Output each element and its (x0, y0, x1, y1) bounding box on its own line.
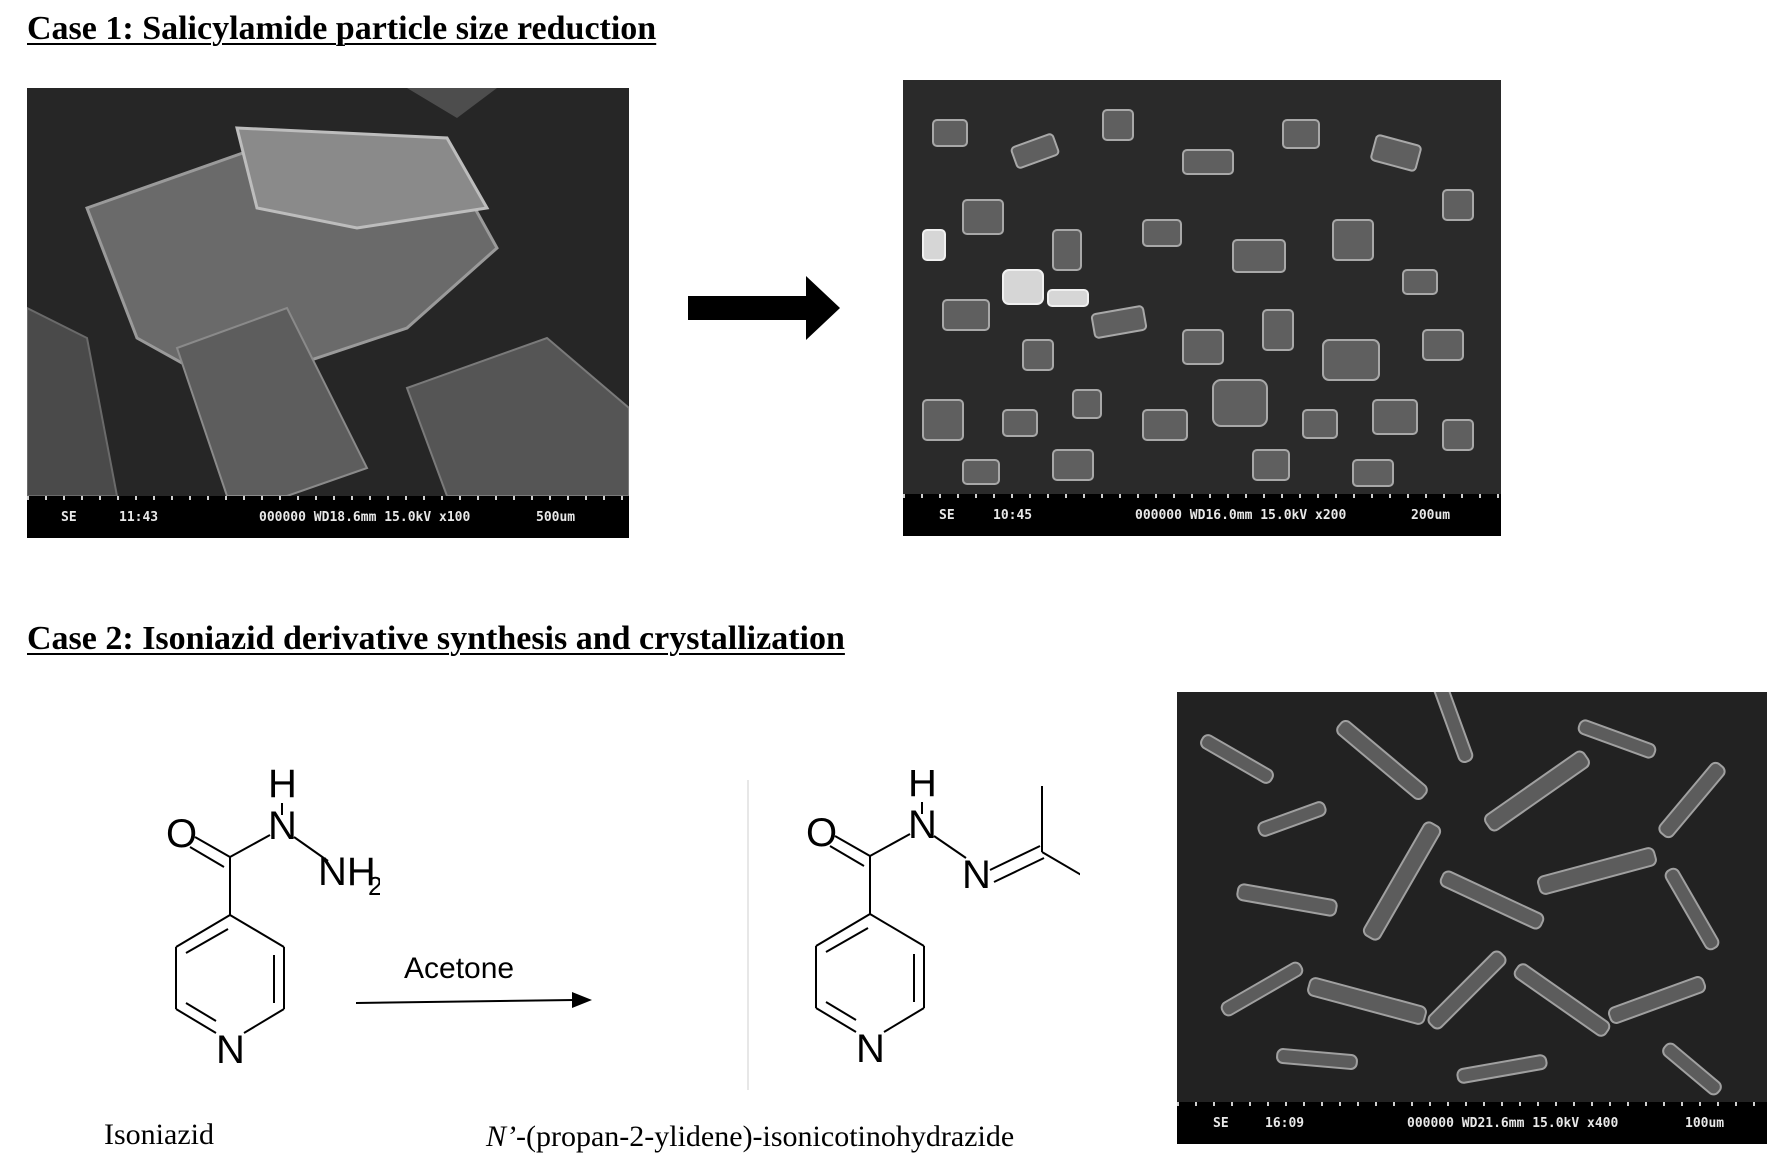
sem-time: 10:45 (993, 508, 1033, 523)
atom-o: O (166, 812, 197, 856)
atom-subscript-2: 2 (368, 871, 380, 901)
sem-scale: 100um (1685, 1116, 1725, 1131)
atom-nh: NH (318, 850, 376, 894)
sem-mode: SE (61, 510, 77, 525)
right-arrow-icon (688, 276, 840, 340)
reactant-name: Isoniazid (104, 1118, 214, 1151)
sem-scale: 500um (536, 510, 576, 525)
atom-n: N (908, 803, 937, 847)
sem-image-salicylamide-before: SE 11:43 000000 WD18.6mm 15.0kV x100 500… (27, 88, 629, 538)
atom-h: H (908, 770, 937, 805)
sem-mode: SE (1213, 1116, 1229, 1131)
sem-parameters: 000000 WD16.0mm 15.0kV x200 (1135, 508, 1347, 523)
large-crystal-texture (27, 88, 629, 496)
sem-image-isoniazid-derivative: SE 16:09 000000 WD21.6mm 15.0kV x400 100… (1177, 692, 1767, 1144)
small-particle-texture (903, 80, 1501, 494)
product-name-prime: N’ (486, 1120, 516, 1153)
isoniazid-structure: O N H NH 2 N (166, 765, 380, 1072)
atom-o: O (806, 811, 837, 855)
product-name: N’-(propan-2-ylidene)-isonicotinohydrazi… (486, 1120, 1014, 1154)
sem-info-bar: SE 10:45 000000 WD16.0mm 15.0kV x200 200… (903, 494, 1501, 536)
atom-n-ring: N (856, 1027, 885, 1071)
sem-info-bar: SE 11:43 000000 WD18.6mm 15.0kV x100 500… (27, 496, 629, 538)
sem-parameters: 000000 WD21.6mm 15.0kV x400 (1407, 1116, 1619, 1131)
needle-crystal-texture (1177, 692, 1767, 1102)
sem-image-salicylamide-after: SE 10:45 000000 WD16.0mm 15.0kV x200 200… (903, 80, 1501, 536)
reaction-arrow-icon (356, 992, 592, 1008)
product-structure: O N H N N (747, 770, 1080, 1090)
case1-title: Case 1: Salicylamide particle size reduc… (27, 10, 657, 47)
atom-n: N (268, 804, 297, 848)
reagent-label: Acetone (404, 952, 515, 985)
sem-mode: SE (939, 508, 955, 523)
atom-n-ring: N (216, 1028, 245, 1072)
case2-title: Case 2: Isoniazid derivative synthesis a… (27, 620, 845, 657)
sem-parameters: 000000 WD18.6mm 15.0kV x100 (259, 510, 471, 525)
sem-time: 11:43 (119, 510, 159, 525)
sem-info-bar: SE 16:09 000000 WD21.6mm 15.0kV x400 100… (1177, 1102, 1767, 1144)
sem-time: 16:09 (1265, 1116, 1305, 1131)
sem-scale: 200um (1411, 508, 1451, 523)
atom-h: H (268, 765, 297, 806)
product-name-rest: -(propan-2-ylidene)-isonicotinohydrazide (516, 1120, 1015, 1153)
atom-n-imine: N (962, 853, 991, 897)
